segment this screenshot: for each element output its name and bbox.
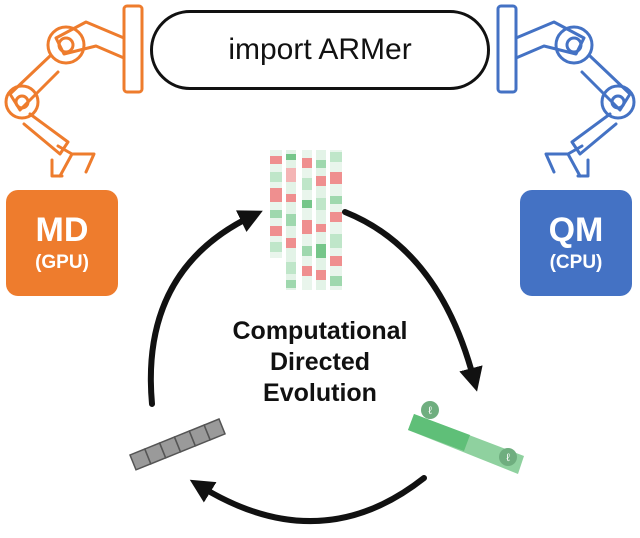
- cycle-label-line2: Directed: [269, 348, 371, 376]
- qm-badge-label: QM: [548, 211, 604, 249]
- robot-arm-icon-blue: [496, 4, 636, 178]
- cycle-arrows: [147, 209, 483, 525]
- robot-arm-icon-orange: [4, 4, 144, 178]
- md-gpu-badge: MD (GPU): [6, 190, 118, 296]
- qm-badge-sublabel: (CPU): [549, 252, 603, 273]
- gray-block-chain-icon: [129, 418, 226, 471]
- green-strand-icon: ℓ ℓ: [408, 401, 524, 474]
- cycle-label-line1: Computational: [232, 317, 408, 345]
- md-badge-label: MD: [35, 211, 89, 249]
- arrow-top-right: [342, 209, 483, 392]
- svg-text:ℓ: ℓ: [428, 405, 432, 417]
- qm-cpu-badge: QM (CPU): [520, 190, 632, 296]
- cycle-label: Computational Directed Evolution: [195, 316, 445, 409]
- import-armer-pill: import ARMer: [150, 10, 490, 90]
- sequence-alignment-icon: [270, 150, 342, 290]
- md-badge-sublabel: (GPU): [35, 252, 89, 273]
- arrow-bottom: [189, 475, 427, 525]
- arrow-left: [147, 210, 263, 407]
- svg-text:ℓ: ℓ: [506, 452, 510, 464]
- cycle-label-line3: Evolution: [263, 379, 377, 407]
- import-armer-text: import ARMer: [228, 33, 412, 66]
